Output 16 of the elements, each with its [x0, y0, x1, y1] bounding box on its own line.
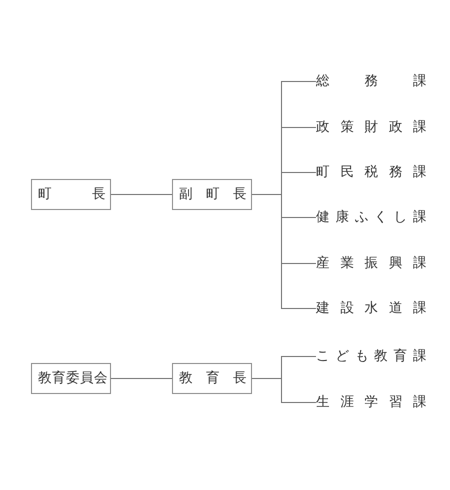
department-label: 産業振興課 [316, 255, 427, 271]
department-label: 生涯学習課 [316, 394, 427, 410]
connector-line [252, 194, 316, 309]
department-label: 政策財政課 [316, 119, 427, 135]
department-label: 健康ふくし課 [316, 209, 427, 225]
department-label: 町民税務課 [316, 164, 427, 180]
position-box: 教育委員会 [31, 363, 111, 394]
department-label: こども教育課 [316, 348, 427, 364]
connector-line [110, 378, 172, 379]
position-box: 教育長 [172, 363, 252, 394]
connector-line [110, 194, 172, 195]
position-box: 町長 [31, 179, 111, 210]
department-label: 総務課 [316, 73, 427, 89]
position-box: 副町長 [172, 179, 252, 210]
department-label: 建設水道課 [316, 300, 427, 316]
connector-line [252, 378, 316, 403]
